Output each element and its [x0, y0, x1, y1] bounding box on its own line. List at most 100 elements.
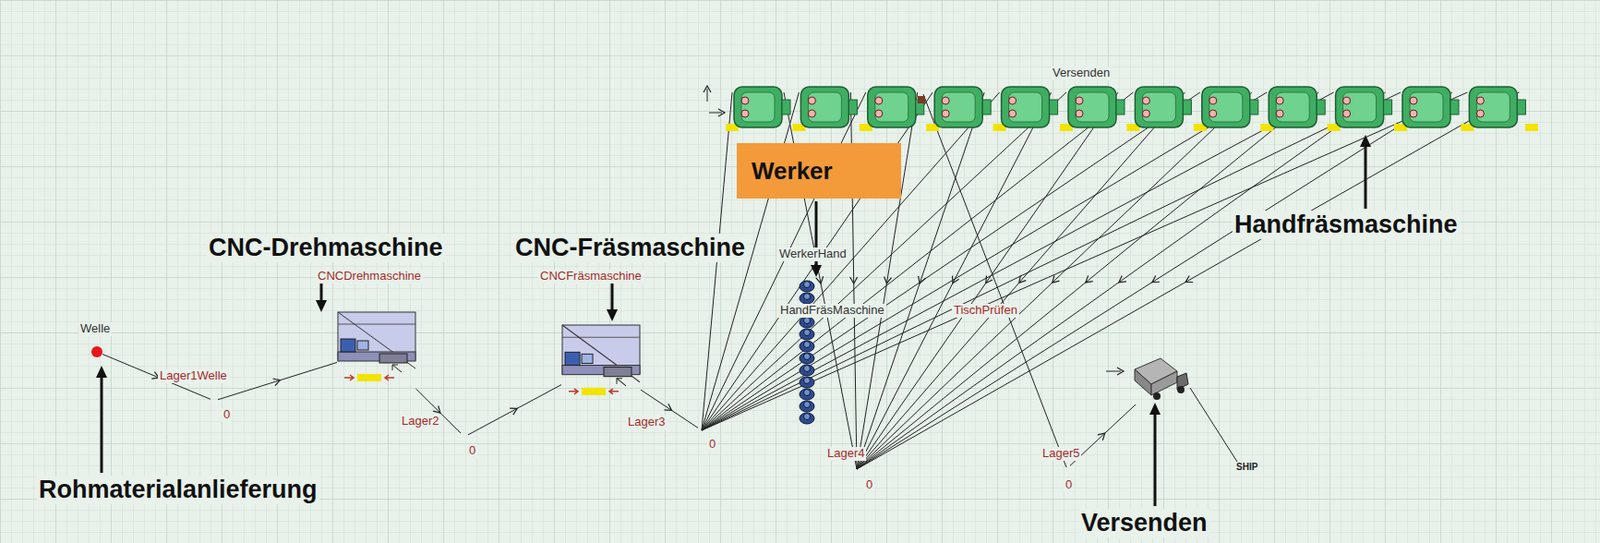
marker	[917, 96, 926, 104]
callout-label: Rohmaterialanlieferung	[36, 475, 320, 505]
cnc-machine: CNCFräsmaschine	[561, 324, 641, 403]
machine-light	[1209, 109, 1217, 118]
cnc-machine-icon	[336, 311, 417, 389]
machine-light	[1075, 109, 1083, 118]
trailer-side	[1134, 369, 1152, 396]
element-name: Lager5	[1040, 446, 1082, 461]
machine-body	[1335, 86, 1384, 128]
worker-head	[804, 317, 811, 325]
machine-tab	[1316, 99, 1325, 115]
source-point: Welle	[91, 346, 103, 358]
queue-count: 0	[221, 408, 232, 422]
machine-light	[941, 109, 950, 118]
machine-panel	[1275, 92, 1310, 122]
worker-head	[804, 281, 811, 289]
spindle	[603, 367, 632, 377]
machine-light	[1476, 109, 1484, 118]
machine-panel	[1409, 92, 1444, 122]
spindle	[379, 353, 408, 363]
element-name: Lager1Welle	[157, 369, 229, 384]
worker-figure	[799, 388, 815, 400]
callout-arrow	[100, 371, 104, 473]
machine-tab	[848, 99, 857, 115]
control-panel	[357, 340, 369, 350]
machine-panel	[1142, 92, 1176, 122]
machine-body	[1268, 86, 1317, 128]
flow-connector	[468, 384, 562, 435]
machine-light	[1009, 109, 1017, 118]
machine-light	[1275, 109, 1284, 118]
queue-count: 0	[1063, 478, 1074, 493]
machine-panel	[875, 92, 909, 122]
machine-body	[1468, 86, 1517, 128]
worker-head	[804, 293, 811, 301]
flow-line	[701, 92, 1267, 431]
worker-figure	[799, 364, 815, 376]
machine-panel	[1009, 92, 1043, 122]
queue-bar	[581, 387, 606, 396]
worker-head	[804, 329, 811, 337]
element-name: CNCDrehmaschine	[315, 269, 423, 284]
housing-diagonal	[562, 324, 640, 383]
machine-body	[1402, 86, 1451, 128]
flow-line	[701, 92, 1401, 431]
machine-light	[1343, 96, 1351, 105]
worker-box: Werker	[736, 143, 902, 199]
worker-figure	[799, 280, 815, 292]
machine-tab	[1383, 99, 1393, 115]
cnc-machine-icon	[561, 324, 641, 403]
output-arrow	[609, 388, 619, 395]
machine-light	[807, 109, 816, 118]
flow-line	[701, 92, 1468, 431]
queue-count: 0	[467, 444, 478, 458]
illustration	[701, 86, 1539, 470]
queue-bar	[1525, 123, 1539, 132]
element-name: SHIP	[1236, 461, 1258, 473]
machine-light	[1142, 109, 1150, 118]
element-name: Lager2	[399, 414, 441, 429]
machine-panel	[741, 92, 775, 122]
worker-head	[804, 377, 811, 385]
buffer-point: Lager50	[1062, 465, 1071, 473]
buffer-point: Lager40	[853, 465, 861, 473]
flow-line	[923, 94, 1067, 468]
machine-panel	[941, 92, 975, 122]
machine-light	[1409, 96, 1418, 105]
element-name: CNCFräsmaschine	[538, 269, 644, 284]
wheel	[1153, 392, 1161, 400]
worker-figure	[799, 340, 815, 352]
machine-light	[741, 109, 749, 118]
input-arrow	[707, 88, 709, 102]
exit-line	[1190, 387, 1238, 462]
machine-panel	[1476, 92, 1510, 122]
flow-line	[856, 92, 1519, 470]
element-name: Versenden	[1050, 66, 1112, 81]
input-arrow	[344, 374, 354, 381]
ship-truck: SHIP	[1132, 356, 1191, 405]
worker-head	[804, 389, 811, 397]
machine-body	[800, 86, 849, 128]
output-arrow	[384, 374, 395, 381]
machine-body	[1068, 86, 1117, 128]
machine-tab	[781, 99, 791, 115]
flow-line	[856, 92, 1185, 470]
machine-body	[1134, 86, 1183, 128]
worker-figure	[799, 316, 815, 328]
machine-panel	[1075, 92, 1109, 122]
buffer-point: Lager30	[697, 426, 706, 434]
machine-light	[875, 109, 883, 118]
machine-tab	[1049, 99, 1059, 115]
machine-tab	[1450, 99, 1459, 115]
callout-label: CNC-Drehmaschine	[206, 233, 446, 263]
machine-light	[807, 96, 816, 105]
worker-head	[804, 401, 811, 409]
flow-line	[856, 92, 1319, 470]
machine-light	[1409, 109, 1418, 118]
tool-arrow	[392, 364, 402, 373]
worker-figure	[799, 352, 815, 364]
flow-connector	[217, 361, 337, 399]
machine-tab	[982, 99, 991, 115]
machine-body	[867, 86, 916, 128]
